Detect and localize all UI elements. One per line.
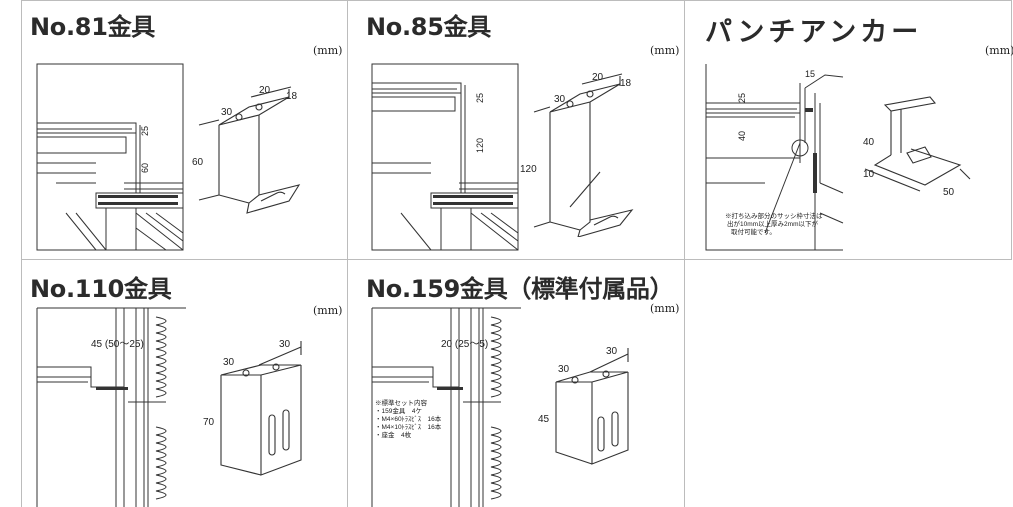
grid-divider: [684, 0, 685, 507]
grid-divider: [21, 259, 1012, 260]
unit-label: (mm): [650, 44, 680, 57]
dim-label: 25: [737, 93, 747, 103]
dim-label: 18: [286, 91, 298, 102]
unit-label: (mm): [313, 304, 343, 317]
note-line: ※打ち込み部分のサッシ枠寸法は: [725, 211, 823, 220]
bracket-drawing: 70 30 30: [203, 339, 302, 476]
dim-label: 45 (50～25): [91, 339, 144, 350]
dim-label: 25: [140, 126, 150, 136]
note-line: 出が10mm以上厚み2mm以下が: [727, 219, 819, 228]
dim-label: 15: [805, 69, 815, 79]
note-line: ・159金具 4ケ: [375, 406, 422, 415]
note-line: ・M4×10ﾄﾗｽﾋﾞｽ 16本: [375, 422, 442, 431]
fitting-cell-no159: No.159金具（標準付属品） (mm) 20 (25～5) ※標準セット内容 …: [348, 260, 684, 507]
note-line: ※標準セット内容: [375, 398, 428, 407]
grid-divider: [1011, 0, 1012, 260]
dim-label: 60: [140, 163, 150, 173]
note-line: 取付可能です。: [731, 227, 776, 236]
unit-label: (mm): [650, 302, 680, 315]
fitting-title: No.81金具: [30, 13, 155, 41]
section-drawing: 15 25 40 ※打ち込み部分のサッシ枠寸法は 出が10mm以上厚み2mm以下…: [705, 64, 844, 251]
fitting-title: No.110金具: [30, 275, 172, 303]
dim-label: 30: [221, 107, 233, 118]
fitting-title: No.159金具（標準付属品）: [366, 275, 674, 303]
dim-label: 20 (25～5): [441, 339, 488, 350]
dim-label: 30: [558, 364, 570, 375]
section-drawing: 20 (25～5) ※標準セット内容 ・159金具 4ケ ・M4×60ﾄﾗｽﾋﾞ…: [371, 307, 521, 507]
fitting-cell-no110: No.110金具 (mm) 45 (50～25): [21, 260, 347, 507]
section-drawing: 25 60: [36, 63, 184, 251]
fitting-title: No.85金具: [366, 13, 491, 41]
unit-label: (mm): [313, 44, 343, 57]
dim-label: 45: [538, 414, 550, 425]
grid-divider: [21, 0, 1012, 1]
dim-label: 20: [259, 85, 271, 96]
dim-label: 120: [520, 164, 537, 175]
dim-label: 30: [554, 94, 566, 105]
dim-label: 20: [592, 72, 604, 83]
note-line: ・座金 4枚: [375, 430, 412, 439]
section-drawing: 45 (50～25): [36, 307, 186, 507]
dim-label: 30: [606, 346, 618, 357]
dim-label: 70: [203, 417, 215, 428]
dim-label: 60: [192, 157, 204, 168]
fitting-cell-punch-anchor: パンチアンカー (mm) 15 25 40 ※打ち込み部分のサッシ枠寸法は: [685, 0, 1013, 259]
dim-label: 10: [863, 169, 875, 180]
dim-label: 30: [279, 339, 291, 350]
bracket-drawing: 45 30 30: [538, 346, 629, 465]
dim-label: 18: [620, 78, 632, 89]
section-drawing: 25 120: [371, 63, 519, 251]
fitting-cell-no85: No.85金具 (mm) 25 120: [348, 0, 684, 259]
dim-label: 50: [943, 187, 955, 198]
grid-divider: [347, 0, 348, 507]
dim-label: 40: [863, 137, 875, 148]
bracket-drawing: 60 30 20 18: [192, 85, 301, 214]
fitting-grid: No.81金具 (mm) 25 60: [21, 0, 1013, 507]
note-line: ・M4×60ﾄﾗｽﾋﾞｽ 16本: [375, 414, 442, 423]
dim-label: 120: [475, 138, 485, 153]
grid-divider: [21, 0, 22, 507]
unit-label: (mm): [985, 44, 1013, 57]
dim-label: 25: [475, 93, 485, 103]
fitting-title: パンチアンカー: [705, 17, 923, 48]
dim-label: 40: [737, 131, 747, 141]
dim-label: 30: [223, 357, 235, 368]
fitting-cell-no81: No.81金具 (mm) 25 60: [21, 0, 347, 259]
anchor-drawing: 40 10 50: [863, 96, 971, 198]
bracket-drawing: 120 30 20 18: [520, 72, 634, 237]
